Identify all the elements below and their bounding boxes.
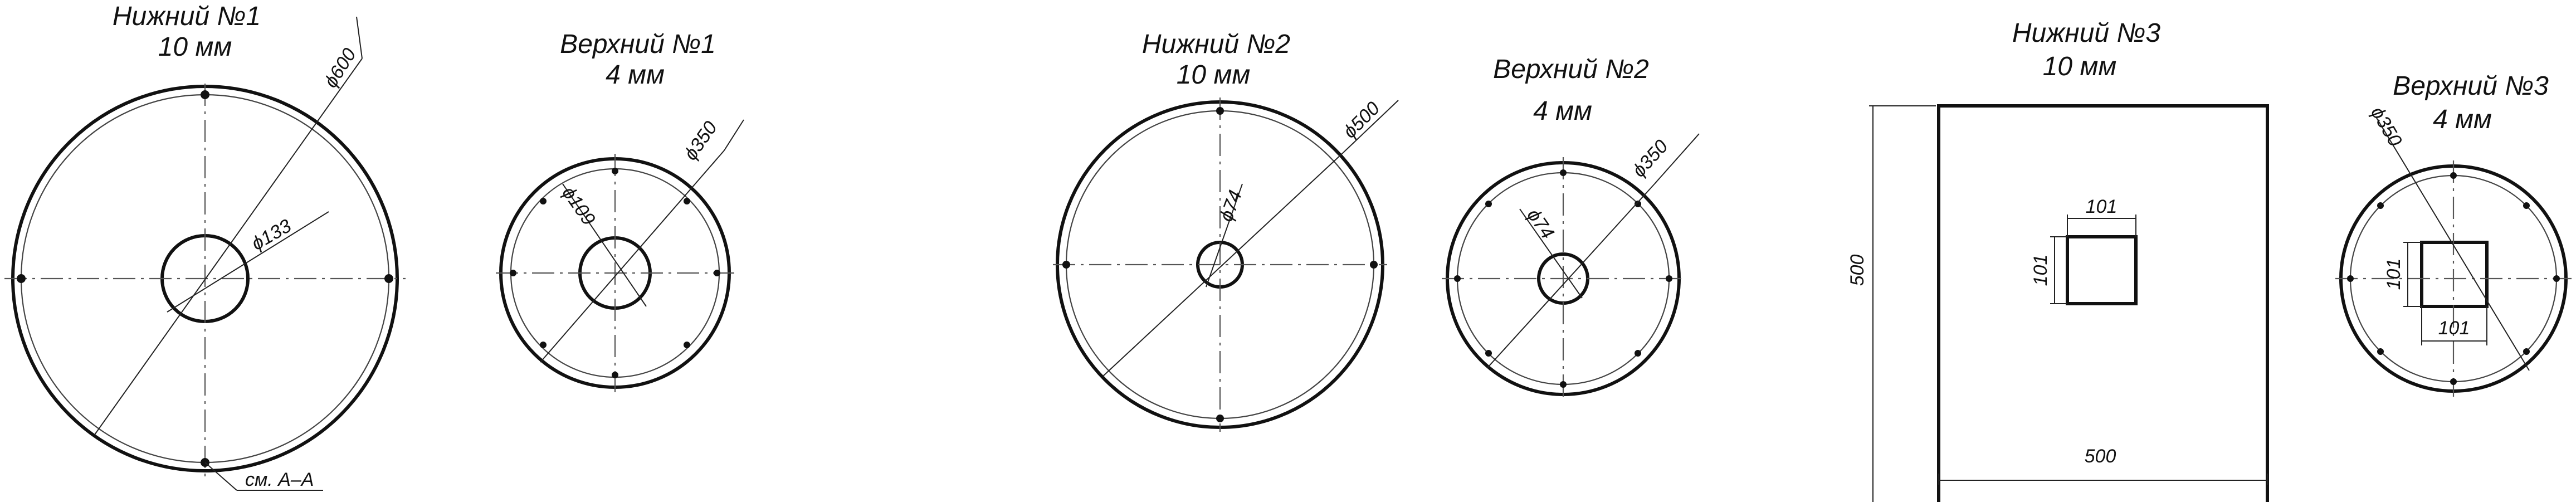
part-5-outer-edge <box>1937 104 2269 502</box>
part-3-outer-diameter-line <box>1102 153 1343 377</box>
part-2-hole-diameter-label: ϕ109 <box>558 183 599 230</box>
part-verkhniy-2: Верхний №2 4 мм ϕ350 ϕ74 <box>1442 55 1700 400</box>
part-6-outer-diameter-label: ϕ350 <box>2367 103 2406 150</box>
part-6-bolt-hole <box>2450 172 2457 179</box>
part-4-bolt-hole <box>1635 201 1641 207</box>
part-5-height-label: 500 <box>1847 255 1868 286</box>
part-1-bolt-hole <box>17 274 26 283</box>
part-2-bolt-hole <box>684 342 690 348</box>
part-3-title: Нижний №2 <box>1142 30 1290 59</box>
part-4-bolt-hole <box>1485 201 1492 207</box>
part-2-bolt-hole <box>540 198 547 204</box>
part-1-outer-diameter-line <box>94 58 363 435</box>
part-3-bolt-hole <box>1216 415 1224 422</box>
part-3-bolt-hole <box>1370 261 1378 269</box>
part-nizhniy-2: Нижний №2 10 мм ϕ500 ϕ74 <box>1053 30 1399 432</box>
part-2-bolt-hole <box>714 270 720 276</box>
part-5-hole-width-label: 101 <box>2086 196 2118 217</box>
part-1-outer-diameter-label: ϕ600 <box>320 45 360 91</box>
part-3-hole-diameter-line <box>1206 183 1243 287</box>
part-1-section-leader <box>204 462 237 491</box>
part-1-thickness: 10 мм <box>158 32 232 62</box>
part-6-bolt-hole <box>2377 202 2384 209</box>
part-3-bolt-hole <box>1216 107 1224 115</box>
part-6-outer-diameter-line <box>2375 116 2530 371</box>
part-4-thickness: 4 мм <box>1533 96 1592 126</box>
part-4-bolt-hole <box>1454 275 1461 282</box>
part-2-bolt-hole <box>612 168 618 174</box>
part-4-outer-diameter-leader <box>1654 133 1700 184</box>
part-6-bolt-hole <box>2523 348 2530 355</box>
part-1-outer-diameter-leader <box>356 16 363 59</box>
part-1-hole-diameter-label: ϕ133 <box>248 215 295 255</box>
part-1-bolt-hole <box>201 90 209 99</box>
part-4-hole-diameter-label: ϕ74 <box>1523 205 1558 243</box>
part-verkhniy-3: Верхний №3 4 мм ϕ350 101 101 <box>2335 71 2572 397</box>
part-2-outer-diameter-label: ϕ350 <box>680 118 721 164</box>
part-2-outer-diameter-line <box>540 150 725 363</box>
part-2-bolt-hole <box>612 372 618 378</box>
part-verkhniy-1: Верхний №1 4 мм ϕ350 ϕ109 <box>496 30 744 392</box>
part-5-title: Нижний №3 <box>2012 18 2161 48</box>
part-2-bolt-hole <box>684 198 690 204</box>
part-6-bolt-hole <box>2450 378 2457 385</box>
part-3-outer-diameter-leader <box>1342 100 1399 154</box>
part-2-bolt-hole <box>540 342 547 348</box>
part-4-bolt-hole <box>1635 350 1641 357</box>
part-5-square-hole <box>2066 235 2138 305</box>
part-nizhniy-3: Нижний №3 10 мм 500 500 101 101 <box>1847 18 2269 502</box>
part-3-bolt-hole <box>1062 261 1070 269</box>
part-4-bolt-hole <box>1560 381 1567 388</box>
part-4-outer-diameter-line <box>1487 183 1655 368</box>
part-6-bolt-hole <box>2523 202 2530 209</box>
part-2-outer-diameter-leader <box>724 119 744 151</box>
part-6-thickness: 4 мм <box>2433 105 2492 134</box>
part-1-section-label: см. А–А <box>245 469 314 490</box>
part-6-bolt-hole <box>2553 275 2560 282</box>
part-2-hole-diameter-line <box>562 183 647 307</box>
part-nizhniy-1: Нижний №1 10 мм ϕ600 ϕ133 см. А–А <box>4 2 406 491</box>
part-3-hole-diameter-label: ϕ74 <box>1216 187 1246 224</box>
part-4-hole-diameter-line <box>1519 208 1583 299</box>
part-6-bolt-hole <box>2347 275 2354 282</box>
part-4-outer-diameter-label: ϕ350 <box>1628 136 1672 182</box>
part-6-bolt-hole <box>2377 348 2384 355</box>
part-5-hole-height-label: 101 <box>2030 255 2051 286</box>
part-6-hole-height-label: 101 <box>2383 259 2404 290</box>
part-4-bolt-hole <box>1666 275 1672 282</box>
part-1-bolt-hole <box>384 274 393 283</box>
part-4-bolt-hole <box>1560 169 1567 176</box>
part-2-title: Верхний №1 <box>560 30 716 59</box>
part-2-bolt-hole <box>510 270 516 276</box>
part-4-bolt-hole <box>1485 350 1492 357</box>
part-3-thickness: 10 мм <box>1177 60 1251 90</box>
part-6-square-hole <box>2420 241 2489 308</box>
part-5-width-label: 500 <box>2085 446 2116 467</box>
part-6-title: Верхний №3 <box>2393 71 2549 101</box>
part-5-thickness: 10 мм <box>2043 52 2117 81</box>
part-1-title: Нижний №1 <box>113 2 261 31</box>
part-1-hole-diameter-line <box>167 211 329 313</box>
part-6-hole-width-label: 101 <box>2438 318 2470 339</box>
part-4-title: Верхний №2 <box>1493 55 1649 84</box>
part-2-thickness: 4 мм <box>606 60 665 90</box>
